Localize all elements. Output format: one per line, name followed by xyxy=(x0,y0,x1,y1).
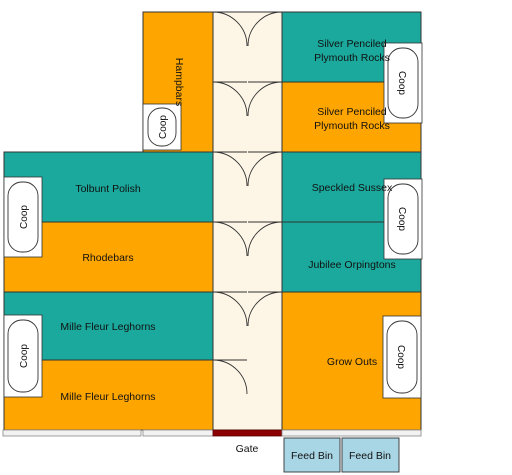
door-top-2[interactable] xyxy=(247,11,283,47)
gate-bar xyxy=(212,429,283,437)
coop-silver: Coop xyxy=(383,42,423,124)
fence-strip-right xyxy=(281,429,422,437)
coop-mille: Coop xyxy=(3,314,43,398)
label-mille-fleur-leghorns-2: Mille Fleur Leghorns xyxy=(60,391,155,403)
label-hampbars: Hampbars xyxy=(173,58,185,106)
fence-strip-left-2 xyxy=(142,429,214,437)
center-aisle xyxy=(212,11,283,431)
coop-mille-label: Coop xyxy=(19,344,30,368)
fence-strip-left-1 xyxy=(2,429,142,437)
feed-bin-2-label: Feed Bin xyxy=(349,450,391,462)
label-silver-2-line1: Silver Penciled xyxy=(317,106,387,118)
label-silver-1-line1: Silver Penciled xyxy=(317,38,387,50)
door-tolbunt[interactable] xyxy=(212,151,248,187)
coop-hampbars: Coop xyxy=(142,103,182,151)
coop-speckled: Coop xyxy=(383,178,423,260)
coop-tolbunt-label: Coop xyxy=(19,205,30,229)
door-silver-1[interactable] xyxy=(247,81,283,117)
label-silver-2-line2: Plymouth Rocks xyxy=(314,120,390,132)
doors xyxy=(212,11,283,395)
gate-label: Gate xyxy=(236,443,259,455)
door-jubilee[interactable] xyxy=(247,221,283,257)
label-mille-fleur-leghorns-1: Mille Fleur Leghorns xyxy=(60,321,155,333)
door-hampbars[interactable] xyxy=(212,81,248,117)
door-grow-outs[interactable] xyxy=(247,291,283,327)
coop-grow-label: Coop xyxy=(395,345,406,369)
coop-speckled-label: Coop xyxy=(396,207,407,231)
feed-bin-1-label: Feed Bin xyxy=(291,450,333,462)
label-rhodebars: Rhodebars xyxy=(82,252,133,264)
door-mille-2[interactable] xyxy=(212,359,248,395)
door-speckled[interactable] xyxy=(247,151,283,187)
door-mille-1[interactable] xyxy=(212,291,248,327)
coop-tolbunt: Coop xyxy=(3,176,43,258)
feed-bin-1[interactable]: Feed Bin xyxy=(283,437,341,473)
label-speckled-sussex: Speckled Sussex xyxy=(312,182,393,194)
coop-silver-label: Coop xyxy=(396,71,407,95)
coop-grow: Coop xyxy=(382,315,422,399)
label-silver-1-line2: Plymouth Rocks xyxy=(314,52,390,64)
label-grow-outs: Grow Outs xyxy=(327,356,377,368)
feed-bin-2[interactable]: Feed Bin xyxy=(341,437,400,473)
door-rhodebars[interactable] xyxy=(212,221,248,257)
label-jubilee-orpingtons: Jubilee Orpingtons xyxy=(308,259,396,271)
door-top-1[interactable] xyxy=(212,11,248,47)
label-tolbunt-polish: Tolbunt Polish xyxy=(75,183,141,195)
coop-hampbars-label: Coop xyxy=(158,115,169,139)
